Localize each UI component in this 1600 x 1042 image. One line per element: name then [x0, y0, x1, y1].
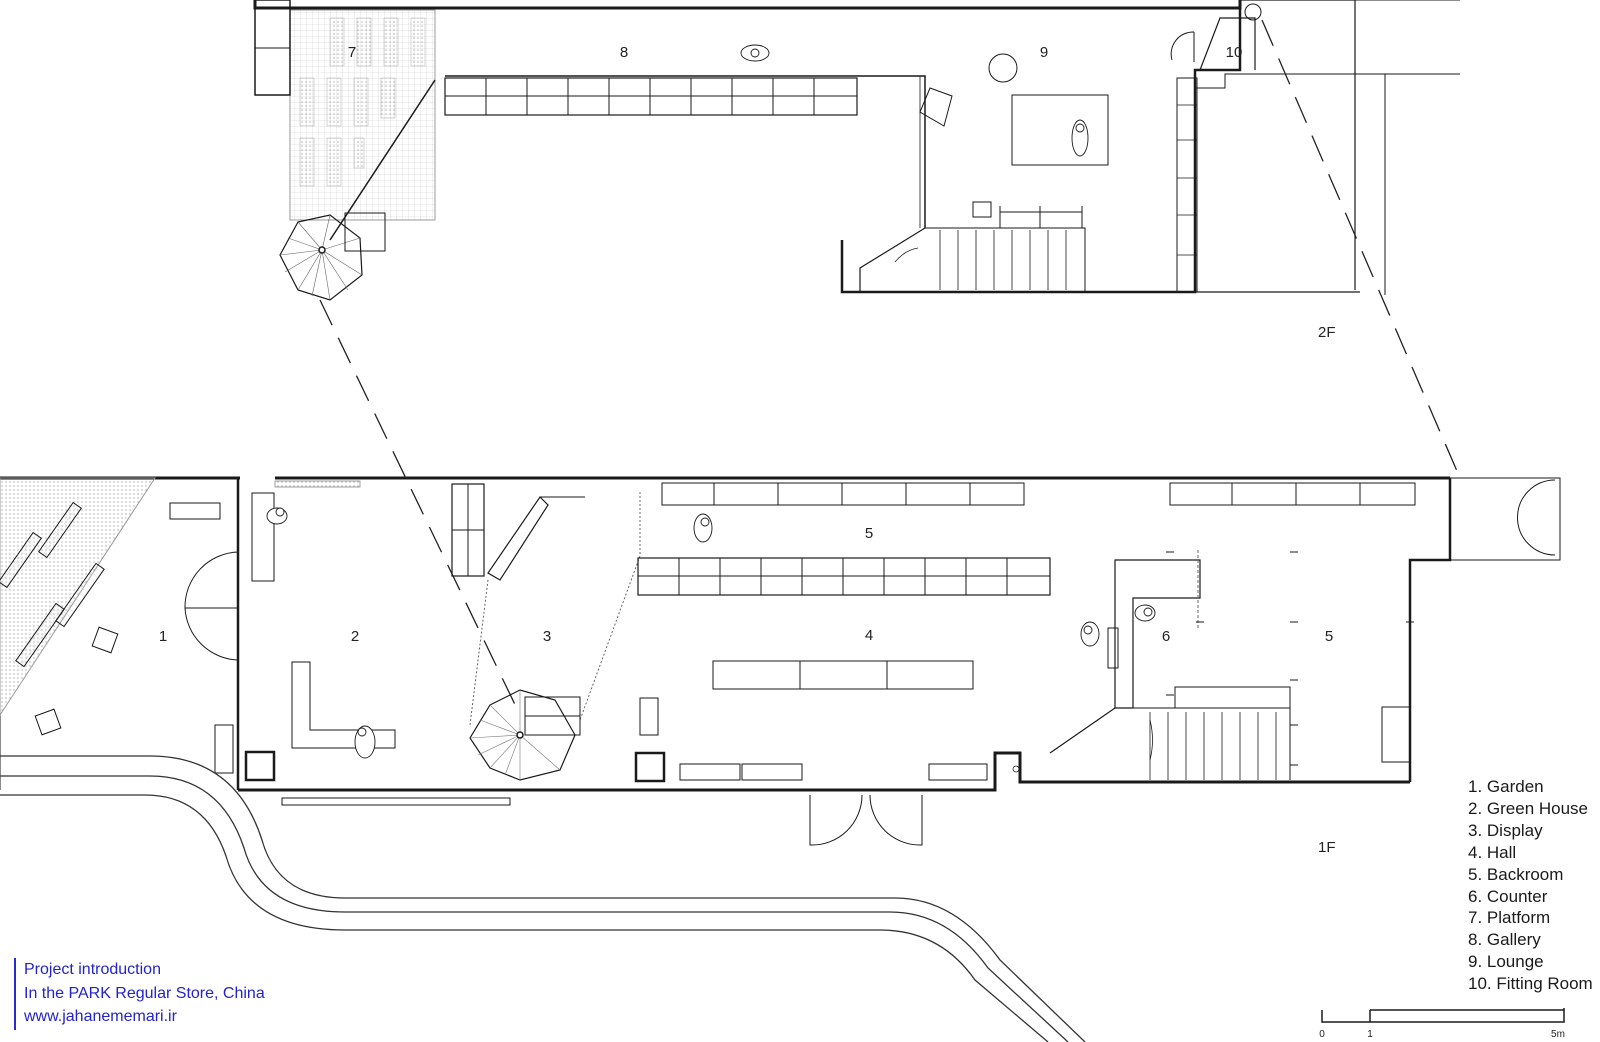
- first-floor-plan: [0, 476, 1561, 846]
- room-label-5-rear: 5: [1325, 628, 1333, 645]
- room-legend: 1. Garden 2. Green House 3. Display 4. H…: [1468, 776, 1593, 995]
- person-icon: [740, 44, 770, 62]
- person-icon: [354, 725, 376, 759]
- room-label-8: 8: [620, 44, 628, 61]
- room-label-7: 7: [348, 44, 356, 61]
- legend-item: 8. Gallery: [1468, 930, 1541, 950]
- room-label-4: 4: [865, 627, 873, 644]
- intro-project-name: In the PARK Regular Store, China: [24, 984, 265, 1002]
- stair-alignment-lines: [319, 19, 1461, 716]
- scale-tick-0: 0: [1319, 1029, 1325, 1040]
- site-road-outline: [0, 755, 1086, 1042]
- room-numbers-1f: 1 2 3 4 5 5 6: [159, 525, 1333, 645]
- legend-item: 2. Green House: [1468, 798, 1589, 818]
- legend-item: 4. Hall: [1468, 842, 1517, 862]
- room-label-2: 2: [351, 628, 359, 645]
- person-icon: [266, 507, 288, 525]
- floor-tag-2f: 2F: [1318, 324, 1336, 341]
- person-icon: [1080, 621, 1100, 647]
- room-label-10: 10: [1226, 44, 1243, 61]
- room-label-6: 6: [1162, 628, 1170, 645]
- intro-website: www.jahanememari.ir: [24, 1008, 177, 1025]
- person-icon: [1134, 604, 1156, 622]
- legend-item: 3. Display: [1468, 820, 1543, 840]
- legend-item: 9. Lounge: [1468, 952, 1544, 972]
- room-label-3: 3: [543, 628, 551, 645]
- room-label-9: 9: [1040, 44, 1048, 61]
- legend-item: 7. Platform: [1468, 908, 1551, 928]
- scale-bar: 0 1 5m: [1319, 1008, 1565, 1040]
- person-icon: [1071, 119, 1089, 157]
- intro-heading: Project introduction: [24, 961, 161, 978]
- project-intro-block: Project introduction In the PARK Regular…: [14, 958, 265, 1030]
- legend-item: 1. Garden: [1468, 777, 1544, 796]
- scale-tick-5m: 5m: [1551, 1029, 1565, 1040]
- room-numbers-2f: 7 8 9 10: [348, 44, 1243, 61]
- room-label-1: 1: [159, 628, 167, 645]
- scale-tick-1: 1: [1367, 1029, 1373, 1040]
- person-icon: [693, 513, 713, 543]
- legend-item: 10. Fitting Room: [1468, 974, 1593, 994]
- room-label-5-backroom: 5: [865, 525, 873, 542]
- legend-item: 6. Counter: [1468, 886, 1548, 906]
- floor-tag-1f: 1F: [1318, 839, 1336, 856]
- legend-item: 5. Backroom: [1468, 864, 1564, 884]
- second-floor-plan: [253, 0, 1460, 301]
